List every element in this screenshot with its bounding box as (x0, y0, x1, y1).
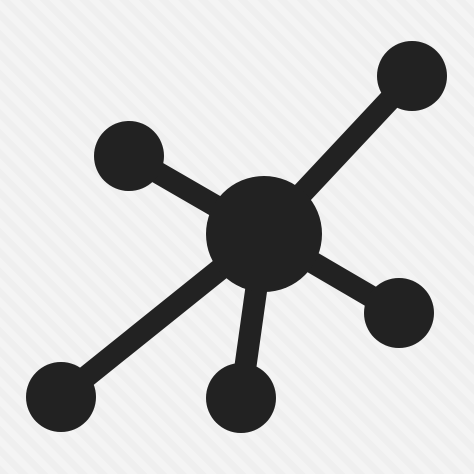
node-bottom (206, 363, 276, 433)
node-lower-left (26, 362, 96, 432)
hub-node (206, 176, 322, 292)
node-upper-left (94, 121, 164, 191)
network-hub-glyph (26, 41, 447, 433)
node-upper-right (377, 41, 447, 111)
node-lower-right (364, 278, 434, 348)
